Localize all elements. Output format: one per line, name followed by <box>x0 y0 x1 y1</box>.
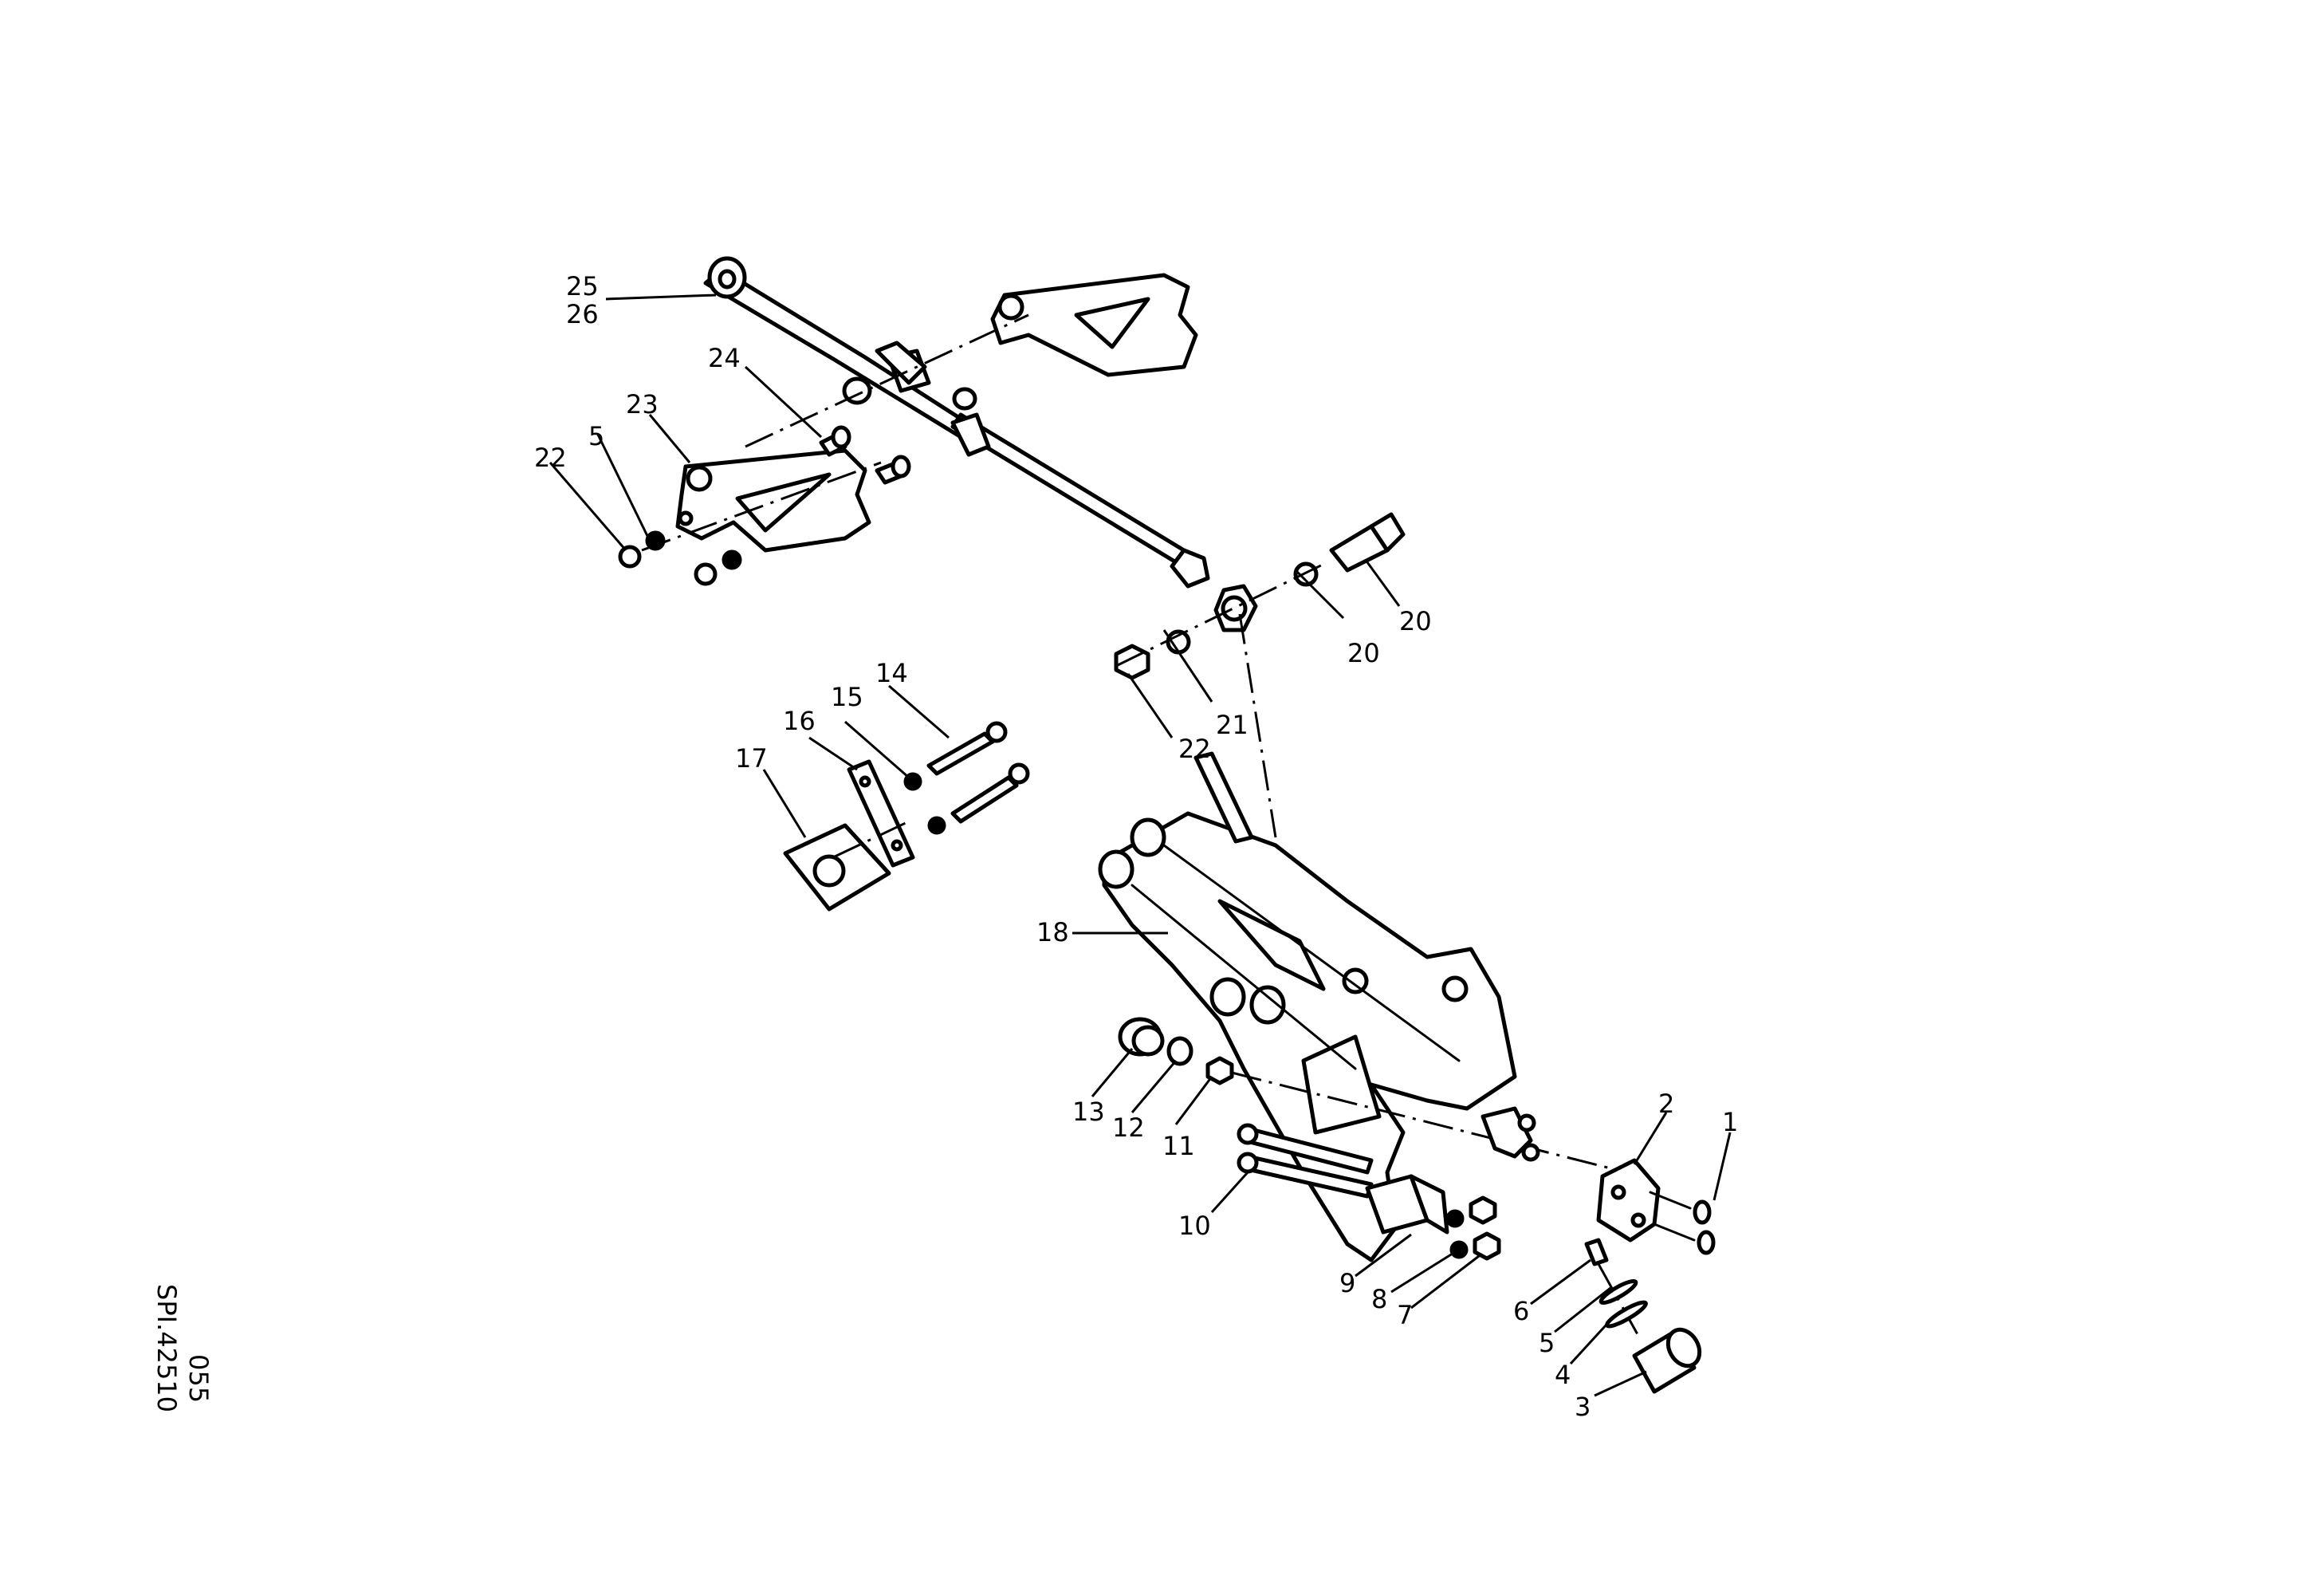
callout-13: 13 <box>1072 1097 1105 1127</box>
bolt-10-upper <box>1237 1123 1374 1175</box>
callout-25: 25 <box>566 271 599 301</box>
callout-8: 8 <box>1371 1284 1387 1314</box>
callout-19: 20 <box>1399 606 1432 636</box>
callout-12: 12 <box>1112 1113 1145 1143</box>
callout-9: 9 <box>1339 1268 1355 1298</box>
nut-11 <box>1205 1056 1234 1085</box>
callout-15: 15 <box>831 682 863 712</box>
callout-17: 17 <box>735 743 768 774</box>
centerline-clamp <box>832 820 910 859</box>
nut-22-lower <box>694 549 742 586</box>
bush-13 <box>1118 1017 1165 1057</box>
bracket-bolt-24 <box>819 425 851 457</box>
bolt-14-upper <box>903 721 1008 791</box>
callout-1: 1 <box>1722 1107 1738 1137</box>
callout-22: 22 <box>534 443 567 473</box>
callout-23: 23 <box>626 389 659 419</box>
callout-2: 2 <box>1658 1089 1674 1119</box>
callout-5-lower: 5 <box>1539 1328 1555 1358</box>
bracket-bolt-right <box>875 455 911 485</box>
centerline-rod-to-boom <box>1238 613 1277 838</box>
callout-11: 11 <box>1162 1131 1195 1161</box>
pivot-block <box>1481 1106 1540 1162</box>
callout-6: 6 <box>1513 1296 1529 1326</box>
bolt-6 <box>1584 1238 1609 1266</box>
pin-bolt-19 <box>1329 512 1406 573</box>
callout-18: 18 <box>1036 917 1069 947</box>
callout-20-upper: 20 <box>1347 638 1380 668</box>
callout-5-upper: 5 <box>588 421 604 451</box>
bolt-1-lower <box>1653 1223 1716 1255</box>
callout-10: 10 <box>1178 1211 1211 1241</box>
bolt-10-lower <box>1237 1152 1374 1199</box>
drawing-code: SPI.42510 <box>151 1284 182 1412</box>
centerline-rod-eye-pin <box>1115 561 1328 668</box>
centerline-pivot <box>1231 1071 1627 1174</box>
callout-7: 7 <box>1397 1300 1413 1330</box>
hydraulic-cylinder <box>703 256 1258 632</box>
callout-21: 22 <box>1178 734 1211 764</box>
callout-24: 24 <box>708 343 741 373</box>
washer-4 <box>1605 1300 1648 1329</box>
callout-4: 4 <box>1555 1360 1571 1390</box>
callout-16: 16 <box>783 706 816 736</box>
mount-bracket-2 <box>1596 1158 1661 1243</box>
clamp-bracket-17 <box>783 823 891 912</box>
centerline-roller <box>1597 1263 1640 1337</box>
nut-21 <box>1114 644 1150 680</box>
callout-20-lower: 21 <box>1216 710 1249 740</box>
bolt-1-upper <box>1649 1191 1712 1225</box>
nut-22-upper <box>618 530 666 569</box>
washer-5-lower <box>1598 1278 1638 1306</box>
boom-frame <box>1098 751 1517 1262</box>
centerline-left-bracket <box>641 461 882 552</box>
drawing-sheet-number: 055 <box>183 1354 214 1403</box>
callout-labels: 25 26 24 23 5 22 20 20 21 22 14 15 16 17… <box>534 271 1738 1422</box>
upper-mounting-bracket <box>990 273 1198 377</box>
callout-14: 14 <box>875 658 908 688</box>
clamp-plate-16 <box>847 759 915 868</box>
roller-3 <box>1632 1327 1702 1394</box>
clamp-block-9 <box>1365 1174 1501 1261</box>
bolt-14-lower <box>927 762 1030 835</box>
left-mounting-bracket <box>675 448 871 553</box>
leader-lines <box>549 293 1732 1397</box>
callout-3: 3 <box>1575 1392 1591 1422</box>
centerline-upper-left <box>745 313 1029 448</box>
callout-26: 26 <box>566 299 599 329</box>
washer-12 <box>1166 1036 1193 1066</box>
drawing-code-block: SPI.42510 055 <box>151 1284 214 1412</box>
